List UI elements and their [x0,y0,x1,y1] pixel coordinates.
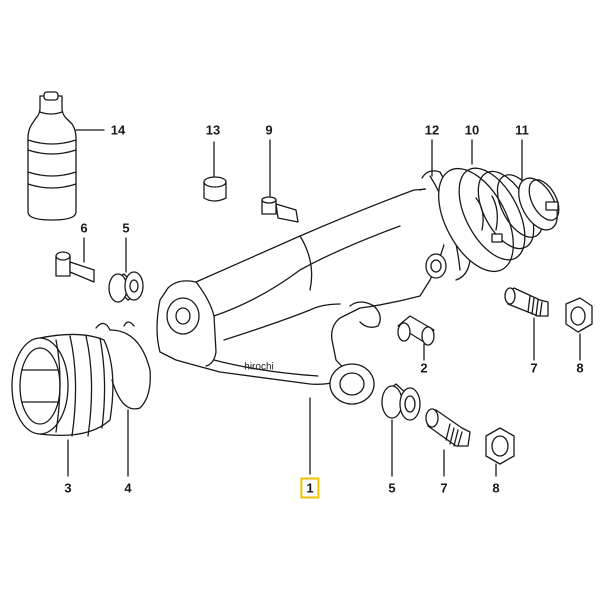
part-label-10: 10 [464,122,480,138]
part-label-3: 3 [64,480,72,496]
part-label-2: 2 [420,360,428,376]
part-label-4: 4 [124,480,132,496]
part-9-nipple [261,196,299,223]
part-5-bearing-a [108,271,144,303]
part-label-8-lower: 8 [492,480,500,496]
part-label-5-lower: 5 [388,480,396,496]
part-label-9: 9 [265,122,273,138]
part-3-boot [11,333,114,437]
part-2-bushing [397,315,435,346]
part-13-cap [203,176,227,202]
part-4-circlip [95,321,151,410]
part-10-boot [438,167,544,273]
part-7-pin-a [504,287,549,317]
part-6-pin [55,251,95,283]
part-label-5-upper: 5 [122,220,130,236]
part-14-bottle [27,91,77,221]
part-label-6: 6 [80,220,88,236]
part-label-11: 11 [515,122,529,138]
part-label-8-upper: 8 [576,360,584,376]
part-8-nut-b [485,427,515,465]
watermark-text: hirochi [244,361,274,373]
part-1-swing-arm [156,187,451,405]
part-label-14: 14 [110,122,126,138]
part-7-pin-b [425,408,471,447]
part-label-13: 13 [205,122,221,138]
part-label-12: 12 [424,122,440,138]
part-11-clamp [491,177,560,243]
part-8-nut-a [565,297,593,333]
part-label-1-highlighted: 1 [300,477,320,499]
part-label-7-upper: 7 [530,360,538,376]
part-label-7-lower: 7 [440,480,448,496]
part-5-bearing-b [381,383,421,421]
